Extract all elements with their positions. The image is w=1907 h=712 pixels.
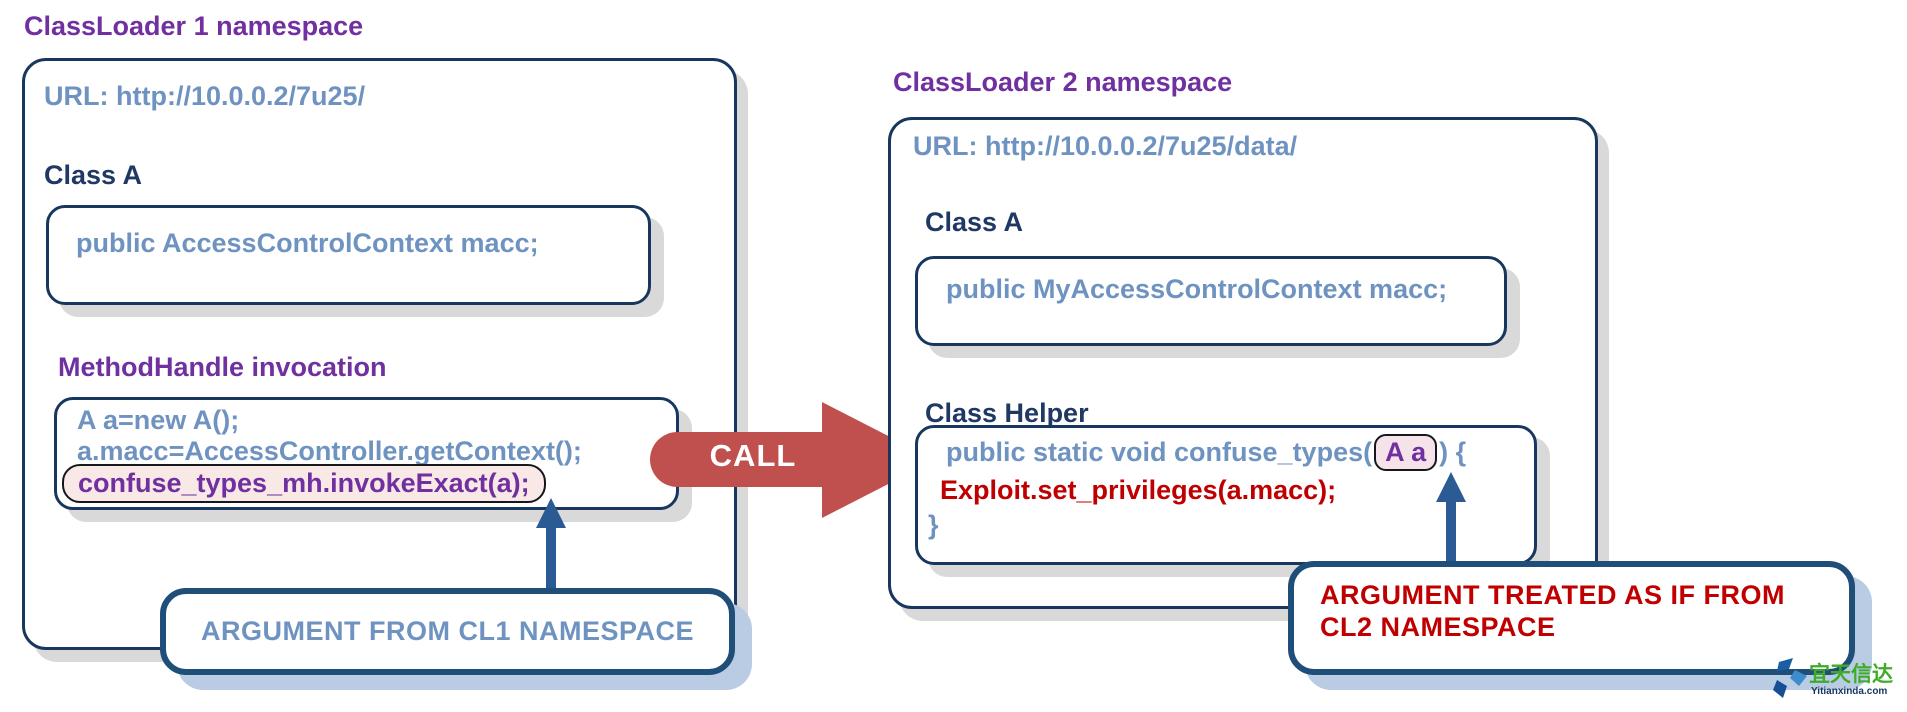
cl2-annotation-box: ARGUMENT TREATED AS IF FROM CL2 NAMESPAC… bbox=[1288, 561, 1855, 675]
cl1-url: URL: http://10.0.0.2/7u25/ bbox=[44, 81, 366, 111]
cl2-code-box: public static void confuse_types( A a ) … bbox=[915, 425, 1537, 565]
cl1-annotation-arrow-stem bbox=[546, 525, 556, 593]
cl2-class-a-label: Class A bbox=[925, 207, 1024, 237]
cl1-class-a-code: public AccessControlContext macc; bbox=[76, 228, 539, 258]
cl1-code-line2: a.macc=AccessController.getContext(); bbox=[77, 436, 582, 466]
cl2-title: ClassLoader 2 namespace bbox=[893, 67, 1233, 97]
cl2-code-line1-post: ) { bbox=[1439, 437, 1467, 467]
cl2-annotation-arrow-stem bbox=[1446, 500, 1456, 566]
cl2-class-a-code: public MyAccessControlContext macc; bbox=[946, 274, 1448, 304]
cl2-code-line3: } bbox=[928, 510, 939, 540]
watermark-name-cn: 宜天信达 bbox=[1809, 663, 1893, 686]
cl1-annotation-arrow-head bbox=[536, 498, 566, 528]
cl2-class-a-box: public MyAccessControlContext macc; bbox=[915, 256, 1507, 346]
cl1-annotation-box: ARGUMENT FROM CL1 NAMESPACE bbox=[160, 588, 735, 675]
cl2-code-line2: Exploit.set_privileges(a.macc); bbox=[940, 475, 1337, 505]
cl1-class-a-label: Class A bbox=[44, 160, 143, 190]
cl2-annotation-arrow-head bbox=[1436, 472, 1466, 502]
cl2-code-highlight-pill: A a bbox=[1374, 434, 1438, 471]
cl1-title: ClassLoader 1 namespace bbox=[24, 11, 364, 41]
yitianxinda-logo bbox=[1773, 658, 1807, 698]
cl2-code-line1-pre: public static void confuse_types( bbox=[946, 437, 1373, 467]
watermark: 宜天信达 Yitianxinda.com bbox=[1773, 656, 1905, 708]
cl1-code-box: A a=new A(); a.macc=AccessController.get… bbox=[54, 397, 679, 510]
cl2-annotation-line2: CL2 NAMESPACE bbox=[1320, 612, 1556, 642]
call-arrow-body bbox=[650, 432, 828, 487]
cl1-class-a-box: public AccessControlContext macc; bbox=[46, 205, 651, 305]
watermark-name-en: Yitianxinda.com bbox=[1811, 686, 1888, 697]
cl2-class-helper-label: Class Helper bbox=[925, 398, 1089, 428]
cl2-annotation-line1: ARGUMENT TREATED AS IF FROM bbox=[1320, 580, 1785, 610]
call-arrow-label: CALL bbox=[709, 438, 797, 473]
cl1-code-highlight-pill: confuse_types_mh.invokeExact(a); bbox=[62, 464, 546, 503]
cl1-outer-box bbox=[22, 58, 737, 650]
cl1-annotation-text: ARGUMENT FROM CL1 NAMESPACE bbox=[200, 616, 694, 646]
cl1-methodhandle-label: MethodHandle invocation bbox=[58, 352, 387, 382]
cl1-code-line1: A a=new A(); bbox=[77, 405, 240, 435]
cl2-url: URL: http://10.0.0.2/7u25/data/ bbox=[913, 131, 1298, 161]
